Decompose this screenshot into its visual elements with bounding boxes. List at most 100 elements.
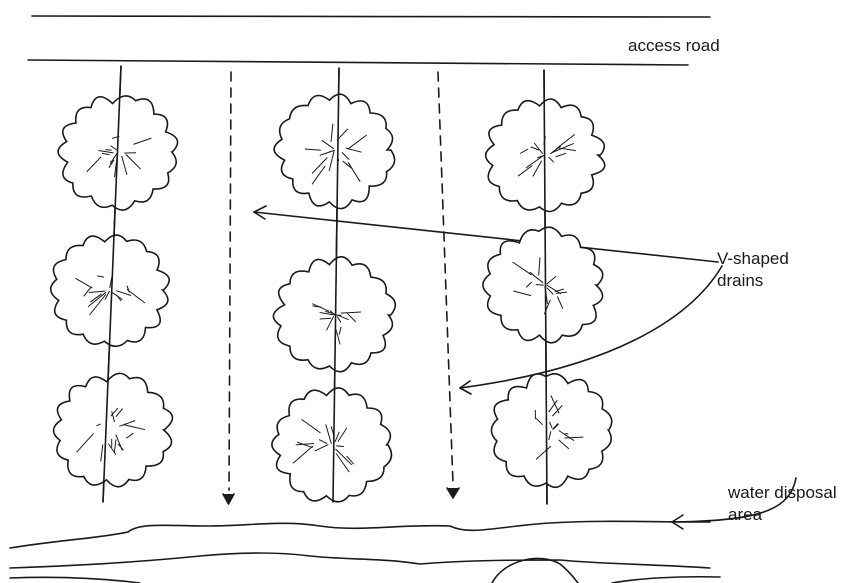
v-shaped-drains-label-line-2: drains bbox=[717, 271, 764, 290]
tree-branch-mark bbox=[535, 417, 543, 426]
v-drain-1 bbox=[228, 71, 232, 491]
tree-branch-mark bbox=[549, 421, 553, 429]
tree-branch-mark bbox=[86, 156, 102, 173]
tree-branch-mark bbox=[104, 290, 110, 301]
tree-branch-mark bbox=[555, 152, 567, 158]
tree-branch-mark bbox=[96, 423, 101, 427]
tree-branch-mark bbox=[304, 148, 321, 151]
tree-row-stem-1 bbox=[102, 65, 122, 503]
tree-branch-mark bbox=[555, 134, 576, 150]
water-leader-arrow bbox=[671, 477, 797, 523]
tree-branch-mark bbox=[525, 155, 544, 169]
tree-branch-mark bbox=[519, 148, 529, 154]
water-leader-arrow-head bbox=[671, 514, 684, 530]
water-disposal-area-label-line-2: area bbox=[728, 505, 763, 524]
tree-crown-2 bbox=[273, 93, 396, 210]
tree-branch-mark bbox=[325, 310, 334, 314]
tree-branch-mark bbox=[328, 151, 335, 172]
tree-branch-mark bbox=[123, 424, 146, 431]
tree-branch-mark bbox=[340, 311, 361, 314]
tree-branch-mark bbox=[529, 271, 544, 284]
water-disposal-area-label-line-1: water disposal bbox=[728, 483, 837, 502]
tree-branch-mark bbox=[110, 407, 119, 417]
v-drain-2 bbox=[437, 71, 454, 485]
tree-branch-mark bbox=[342, 160, 353, 170]
water-disposal-channel-left bbox=[9, 576, 141, 583]
tree-branch-mark bbox=[512, 261, 532, 276]
tree-crown-6 bbox=[482, 226, 604, 344]
water-disposal-channel-right bbox=[611, 575, 721, 583]
drains-leader-arrow-upper bbox=[253, 211, 719, 263]
tree-branch-mark bbox=[548, 156, 555, 163]
tree-branch-mark bbox=[532, 160, 543, 177]
v-drain-1-arrowhead bbox=[222, 493, 235, 505]
tree-crown-outline bbox=[490, 373, 613, 489]
tree-branch-mark bbox=[301, 418, 321, 434]
road-edge-bottom bbox=[27, 59, 689, 66]
tree-branch-mark bbox=[101, 152, 110, 156]
tree-crown-outline bbox=[271, 387, 393, 503]
tree-branch-mark bbox=[330, 123, 334, 142]
water-disposal-area-label: water disposal area bbox=[728, 482, 837, 526]
tree-branch-mark bbox=[346, 455, 355, 465]
tree-crown-outline bbox=[49, 234, 170, 348]
tree-branch-mark bbox=[558, 430, 575, 442]
tree-crown-9 bbox=[490, 373, 613, 489]
tree-branch-mark bbox=[314, 444, 329, 452]
drains-leader-arrow-upper-head bbox=[253, 205, 267, 220]
tree-branch-mark bbox=[558, 439, 570, 450]
tree-branch-mark bbox=[552, 405, 563, 417]
tree-branch-mark bbox=[296, 441, 313, 449]
tree-branch-mark bbox=[89, 293, 107, 316]
tree-branch-mark bbox=[346, 312, 357, 323]
tree-branch-mark bbox=[109, 153, 118, 165]
water-disposal-bank-upper bbox=[9, 520, 711, 549]
water-disposal-bank-lower bbox=[9, 552, 711, 569]
tree-branch-mark bbox=[319, 312, 335, 316]
tree-row-stem-3 bbox=[543, 69, 548, 505]
tree-branch-mark bbox=[108, 159, 115, 168]
v-shaped-drains-label-line-1: V-shaped bbox=[717, 249, 789, 268]
tree-branch-mark bbox=[347, 162, 361, 182]
tree-branch-mark bbox=[336, 445, 344, 448]
tree-branch-mark bbox=[329, 310, 336, 316]
road-edge-top bbox=[31, 15, 711, 18]
tree-branch-mark bbox=[319, 317, 332, 320]
v-shaped-drains-label: V-shaped drains bbox=[717, 248, 789, 292]
tree-branch-mark bbox=[548, 431, 552, 441]
tree-crown-5 bbox=[272, 256, 397, 373]
tree-branch-mark bbox=[89, 293, 102, 303]
water-disposal-mound bbox=[491, 557, 579, 583]
tree-branch-mark bbox=[347, 134, 367, 150]
tree-branch-mark bbox=[525, 281, 533, 288]
tree-branch-mark bbox=[319, 149, 336, 156]
tree-branch-mark bbox=[97, 275, 105, 278]
tree-branch-mark bbox=[133, 137, 152, 145]
tree-branch-mark bbox=[538, 257, 541, 276]
tree-branch-mark bbox=[83, 286, 92, 297]
tree-branch-mark bbox=[126, 289, 146, 304]
tree-branch-mark bbox=[546, 275, 557, 285]
tree-branch-mark bbox=[88, 290, 106, 293]
tree-branch-mark bbox=[335, 448, 353, 466]
tree-branch-mark bbox=[513, 290, 532, 297]
tree-branch-mark bbox=[115, 408, 124, 418]
tree-branch-mark bbox=[335, 453, 350, 473]
tree-branch-mark bbox=[113, 439, 117, 453]
tree-branch-mark bbox=[295, 443, 315, 446]
tree-branch-mark bbox=[341, 152, 350, 161]
tree-branch-mark bbox=[115, 434, 123, 451]
tree-branch-mark bbox=[555, 291, 568, 294]
tree-branch-mark bbox=[517, 165, 533, 177]
tree-branch-mark bbox=[318, 439, 328, 445]
tree-branch-mark bbox=[335, 329, 341, 345]
tree-branch-mark bbox=[76, 433, 94, 453]
tree-branch-mark bbox=[558, 147, 576, 152]
tree-branch-mark bbox=[533, 142, 544, 155]
tree-branch-mark bbox=[564, 436, 584, 439]
tree-branch-mark bbox=[535, 284, 544, 286]
tree-branch-mark bbox=[126, 432, 134, 439]
drains-leader-arrow-lower-head bbox=[459, 380, 472, 395]
